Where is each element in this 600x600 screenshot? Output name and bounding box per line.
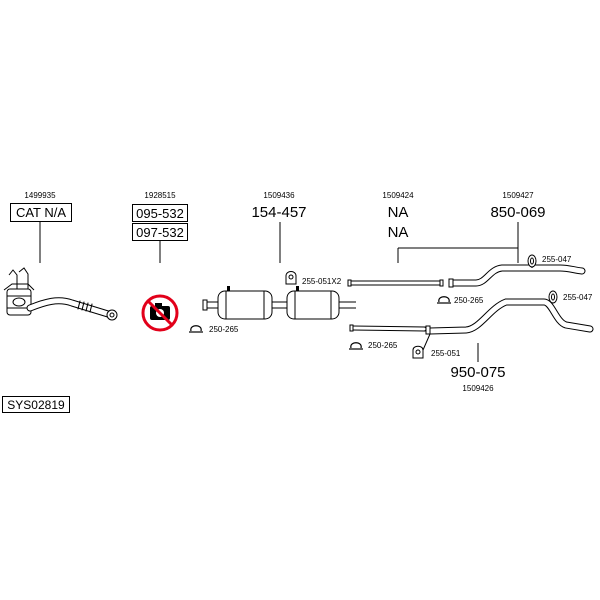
intermediate-pipe-part-number-2: NA bbox=[387, 224, 409, 241]
catalyst-ref: 1499935 bbox=[24, 191, 56, 200]
rear-pipe-upper bbox=[448, 264, 586, 288]
center-muffler-hanger-number: 255-051X2 bbox=[302, 277, 342, 286]
rear-pipe-lower-hanger-number-2: 255-051 bbox=[431, 349, 461, 358]
rear-pipe-lower-clamp-number: 250-265 bbox=[368, 341, 398, 350]
no-photo-icon bbox=[141, 294, 179, 332]
hanger-ring-icon bbox=[527, 254, 537, 268]
rear-pipe-upper-ref: 1509427 bbox=[502, 191, 534, 200]
rear-pipe-lower-hanger-number: 255-047 bbox=[563, 293, 593, 302]
center-muffler bbox=[202, 286, 356, 320]
intermediate-pipe-part-number-1: NA bbox=[387, 204, 409, 221]
intermediate-pipe-ref: 1509424 bbox=[382, 191, 414, 200]
catalyst-part-number: CAT N/A bbox=[10, 203, 72, 222]
flex-pipe-ref: 1928515 bbox=[144, 191, 176, 200]
clamp-icon bbox=[189, 325, 203, 333]
hanger-ring-icon bbox=[548, 290, 558, 304]
system-code: SYS02819 bbox=[2, 396, 70, 413]
front-pipe bbox=[26, 297, 118, 321]
center-muffler-ref: 1509436 bbox=[263, 191, 295, 200]
rear-pipe-lower bbox=[349, 298, 594, 335]
clamp-icon bbox=[349, 342, 363, 350]
clamp-icon bbox=[437, 296, 451, 304]
intermediate-pipe bbox=[347, 279, 444, 287]
center-muffler-clamp-number: 250-265 bbox=[209, 325, 239, 334]
flex-pipe-part-number-2: 097-532 bbox=[132, 223, 188, 241]
rear-pipe-lower-ref: 1509426 bbox=[462, 384, 494, 393]
rear-pipe-upper-clamp-number: 250-265 bbox=[454, 296, 484, 305]
hanger-icon bbox=[412, 333, 431, 359]
center-muffler-part-number: 154-457 bbox=[251, 204, 307, 221]
hanger-icon bbox=[285, 271, 297, 285]
rear-pipe-lower-part-number: 950-075 bbox=[450, 364, 506, 381]
flex-pipe-part-number-1: 095-532 bbox=[132, 204, 188, 222]
rear-pipe-upper-hanger-number: 255-047 bbox=[542, 255, 572, 264]
rear-pipe-upper-part-number: 850-069 bbox=[490, 204, 546, 221]
